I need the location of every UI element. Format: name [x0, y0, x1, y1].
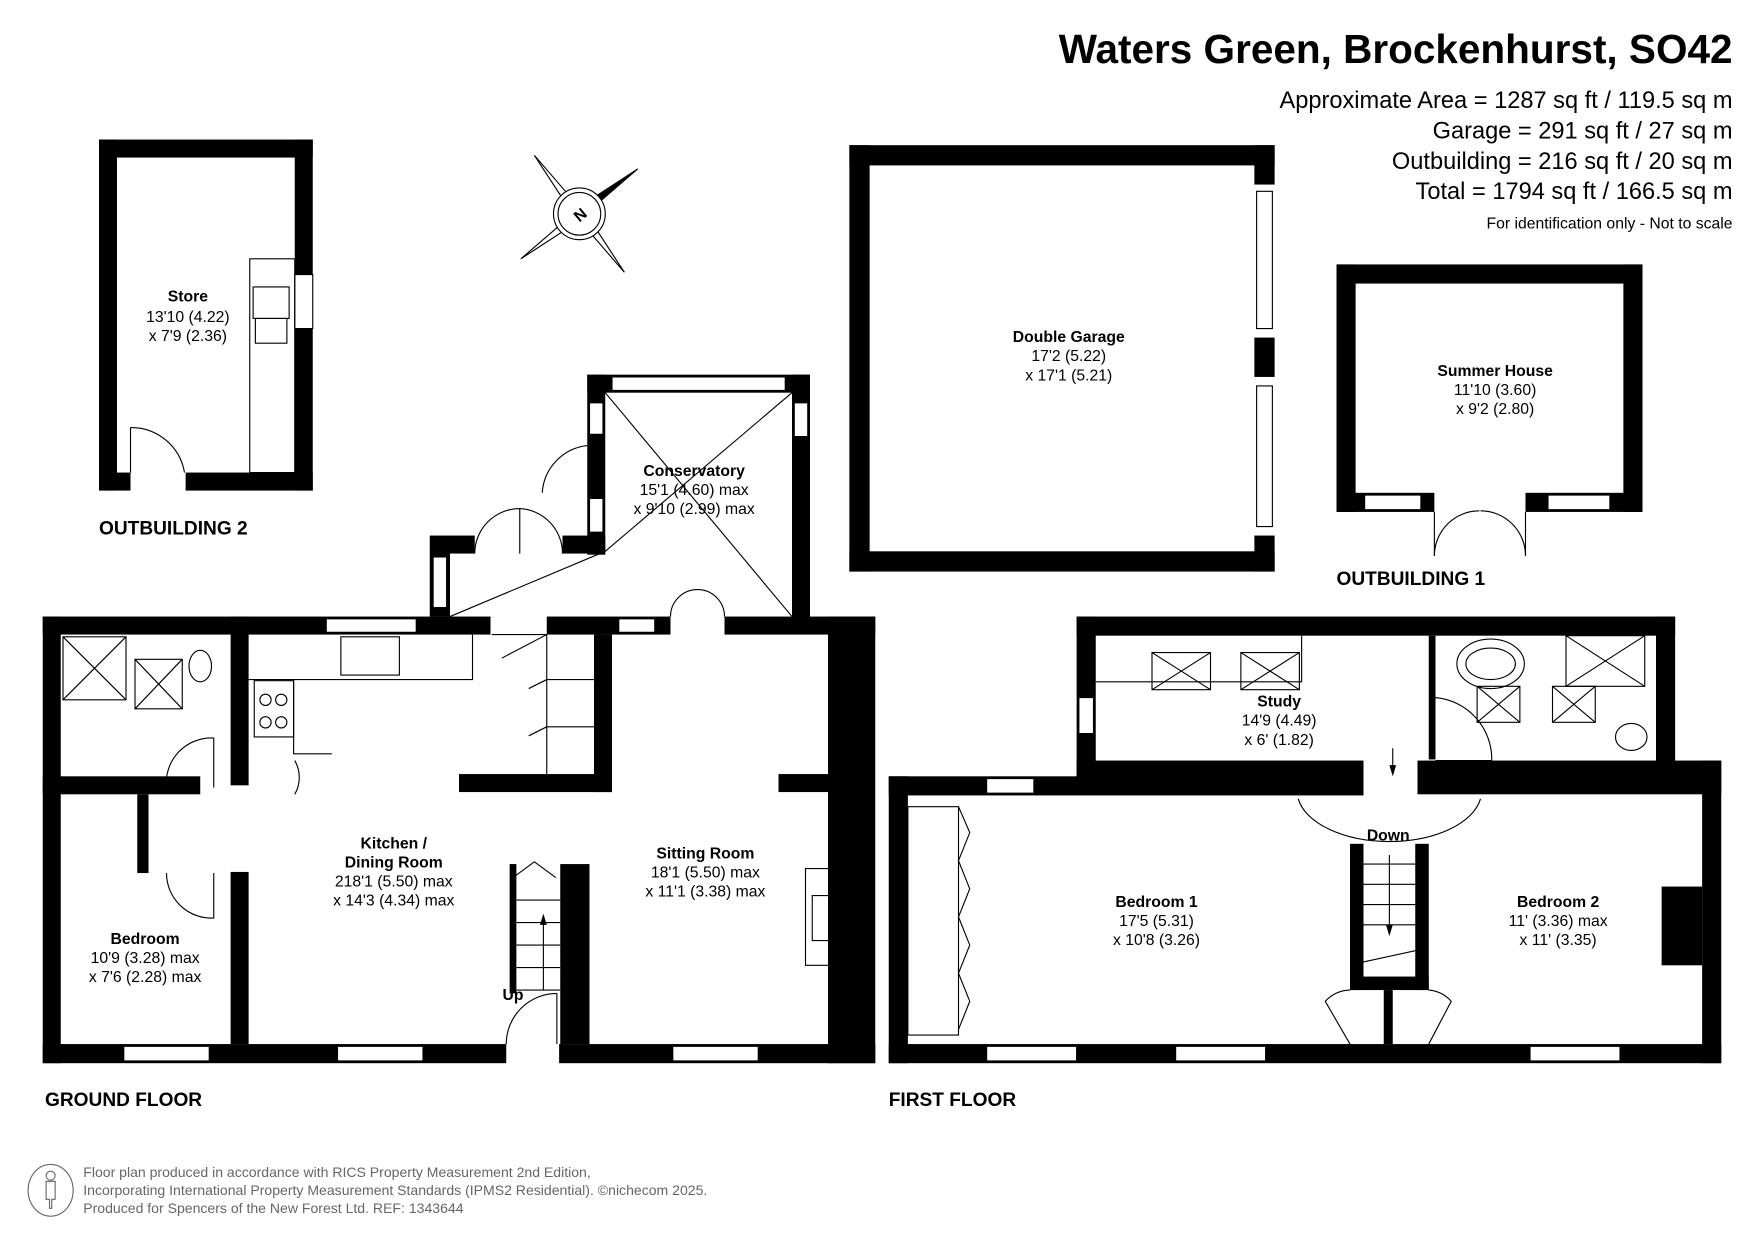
- bedroom-dim2: x 7'6 (2.28) max: [89, 969, 202, 986]
- store-dim1: 13'10 (4.22): [146, 309, 230, 326]
- kitchen-name-line1: Kitchen /: [360, 835, 427, 852]
- conservatory-dim2: x 9'10 (2.99) max: [634, 501, 755, 518]
- scale-note: For identification only - Not to scale: [1487, 215, 1733, 232]
- compass-icon: N: [520, 154, 639, 273]
- conservatory: [429, 374, 810, 619]
- bedroom-1-name: Bedroom 1: [1115, 894, 1198, 911]
- bedroom-name: Bedroom: [111, 931, 180, 948]
- stairs-down-label: Down: [1367, 827, 1410, 844]
- study-name: Study: [1257, 694, 1301, 711]
- kitchen-dim2: x 14'3 (4.34) max: [333, 893, 454, 910]
- sitting-room-name: Sitting Room: [656, 845, 754, 862]
- outbuilding-2-label: OUTBUILDING 2: [99, 518, 248, 539]
- footer-line-2: Incorporating International Property Mea…: [83, 1182, 707, 1198]
- store-name: Store: [168, 289, 209, 306]
- summer-house: [1336, 264, 1643, 556]
- bedroom-2-dim2: x 11' (3.35): [1520, 932, 1597, 949]
- area-garage: Garage = 291 sq ft / 27 sq m: [1433, 118, 1733, 144]
- garage-name: Double Garage: [1013, 329, 1125, 346]
- kitchen-name-line2: Dining Room: [345, 854, 443, 871]
- stairs-up-label: Up: [503, 987, 524, 1004]
- summer-house-dim1: 11'10 (3.60): [1454, 382, 1536, 399]
- area-outbuilding: Outbuilding = 216 sq ft / 20 sq m: [1392, 149, 1733, 175]
- sitting-room-dim2: x 11'1 (3.38) max: [645, 884, 765, 901]
- first-floor-label: FIRST FLOOR: [889, 1090, 1017, 1111]
- property-title: Waters Green, Brockenhurst, SO42: [1059, 26, 1733, 72]
- area-approximate: Approximate Area = 1287 sq ft / 119.5 sq…: [1280, 88, 1733, 114]
- garage-dim1: 17'2 (5.22): [1031, 348, 1106, 365]
- bedroom-1-dim2: x 10'8 (3.26): [1113, 932, 1200, 949]
- kitchen-dim1: 218'1 (5.50) max: [335, 874, 453, 891]
- conservatory-name: Conservatory: [643, 463, 745, 480]
- study-dim1: 14'9 (4.49): [1242, 713, 1317, 730]
- ground-floor-label: GROUND FLOOR: [45, 1090, 202, 1111]
- area-total: Total = 1794 sq ft / 166.5 sq m: [1416, 179, 1733, 205]
- first-floor-plan: [888, 616, 1722, 1064]
- footer-line-3: Produced for Spencers of the New Forest …: [83, 1200, 463, 1216]
- outbuilding-1-label: OUTBUILDING 1: [1337, 569, 1486, 590]
- study-dim2: x 6' (1.82): [1244, 732, 1314, 749]
- bedroom-2-dim1: 11' (3.36) max: [1509, 913, 1608, 930]
- person-scale-icon: [27, 1163, 74, 1217]
- summer-house-dim2: x 9'2 (2.80): [1456, 401, 1534, 418]
- footer-line-1: Floor plan produced in accordance with R…: [83, 1164, 591, 1180]
- ground-floor-plan: [42, 616, 876, 1064]
- double-garage: [849, 145, 1275, 572]
- summer-house-name: Summer House: [1437, 363, 1553, 380]
- bedroom-1-dim1: 17'5 (5.31): [1119, 913, 1194, 930]
- store-outbuilding: [99, 139, 314, 491]
- bedroom-dim1: 10'9 (3.28) max: [91, 950, 200, 967]
- store-dim2: x 7'9 (2.36): [149, 328, 227, 345]
- conservatory-dim1: 15'1 (4.60) max: [640, 482, 749, 499]
- garage-dim2: x 17'1 (5.21): [1025, 367, 1112, 384]
- sitting-room-dim1: 18'1 (5.50) max: [651, 865, 760, 882]
- bedroom-2-name: Bedroom 2: [1517, 894, 1600, 911]
